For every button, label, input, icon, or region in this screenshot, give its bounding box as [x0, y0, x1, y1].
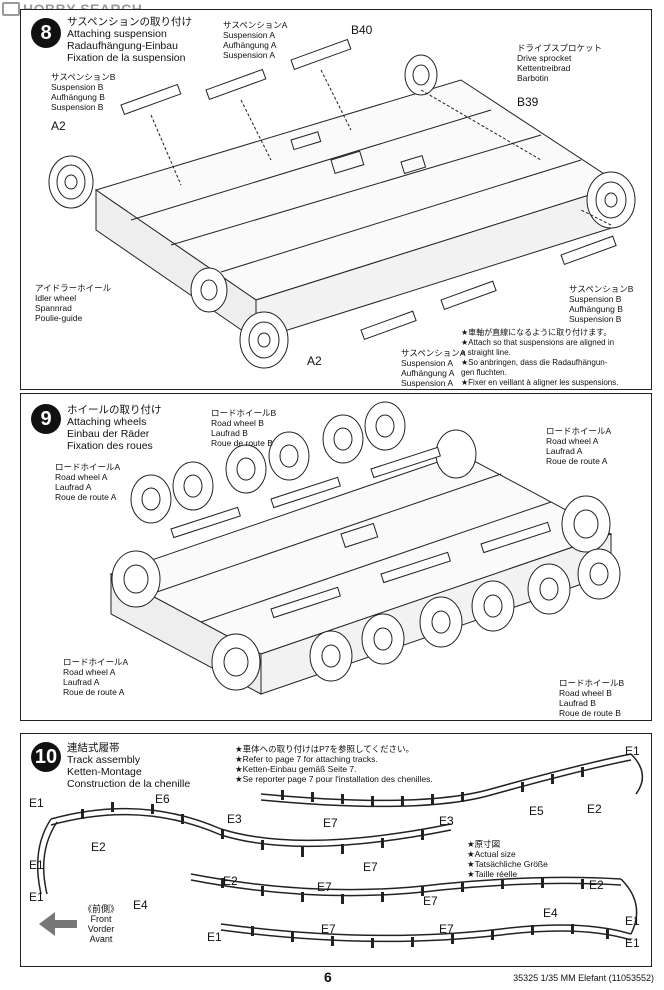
- part-e1: E1: [29, 890, 44, 904]
- callout-b40: B40: [351, 23, 373, 37]
- step-9-illustration: [109, 401, 621, 695]
- part-e7: E7: [323, 816, 338, 830]
- part-e7: E7: [317, 880, 332, 894]
- part-e1: E1: [625, 744, 640, 758]
- product-code: 35325 1/35 MM Elefant (11053552): [513, 973, 654, 983]
- part-e5: E5: [529, 804, 544, 818]
- camera-icon: [2, 2, 20, 16]
- callout-a2-top: A2: [51, 119, 66, 133]
- part-e7: E7: [321, 922, 336, 936]
- part-e1: E1: [625, 936, 640, 950]
- part-e3: E3: [227, 812, 242, 826]
- track-links: [81, 767, 609, 948]
- track-note: ★車体への取り付けはP7を参照してください。★Refer to page 7 f…: [235, 744, 433, 784]
- callout-b39: B39: [517, 95, 539, 109]
- step-8-illustration: [48, 38, 636, 369]
- alignment-note: ★車軸が直線になるように取り付けます。★Attach so that suspe…: [461, 328, 619, 387]
- actual-size-note: ★原寸図★Actual size ★Tatsächliche Größe★Tai…: [467, 839, 548, 879]
- part-e1: E1: [29, 858, 44, 872]
- front-arrow-icon: [39, 912, 77, 936]
- part-e6: E6: [155, 792, 170, 806]
- part-e7: E7: [439, 922, 454, 936]
- part-e1: E1: [207, 930, 222, 944]
- part-e4: E4: [543, 906, 558, 920]
- part-e2: E2: [223, 874, 238, 888]
- part-e4: E4: [133, 898, 148, 912]
- part-e1: E1: [29, 796, 44, 810]
- step-number: 8: [31, 18, 61, 48]
- step-number: 9: [31, 404, 61, 434]
- step-10-illustration: [36, 753, 644, 948]
- step-number: 10: [31, 742, 61, 772]
- page-number: 6: [324, 969, 332, 985]
- part-e1: E1: [625, 914, 640, 928]
- part-e2: E2: [91, 840, 106, 854]
- part-e2: E2: [589, 878, 604, 892]
- part-e2: E2: [587, 802, 602, 816]
- callout-a2-bottom: A2: [307, 354, 322, 368]
- part-e3: E3: [439, 814, 454, 828]
- part-e7: E7: [423, 894, 438, 908]
- part-e7: E7: [363, 860, 378, 874]
